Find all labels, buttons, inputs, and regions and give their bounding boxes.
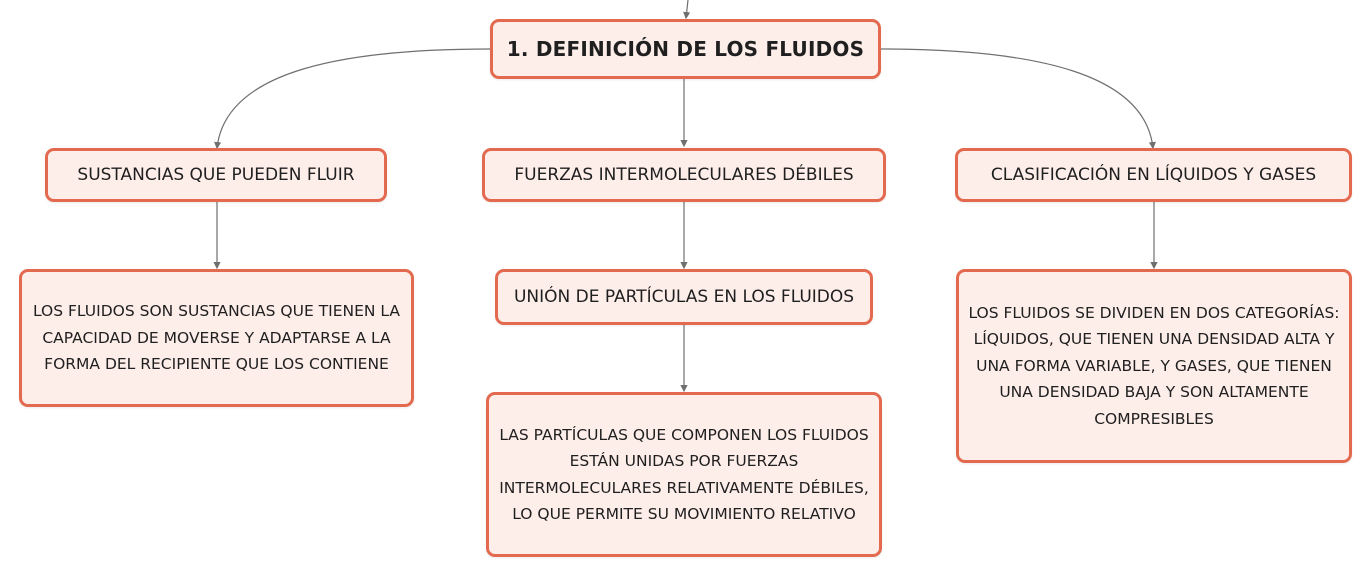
leaf-fuerzas-text: LAS PARTÍCULAS QUE COMPONEN LOS FLUIDOS … <box>499 425 869 524</box>
root-topic-label: 1. DEFINICIÓN DE LOS FLUIDOS <box>506 37 865 61</box>
branch-sustancias-node[interactable]: SUSTANCIAS QUE PUEDEN FLUIR <box>45 148 387 202</box>
branch-clasificacion-label: CLASIFICACIÓN EN LÍQUIDOS Y GASES <box>990 165 1317 185</box>
root-topic-node[interactable]: 1. DEFINICIÓN DE LOS FLUIDOS <box>490 19 881 79</box>
connector-root-to-branch-3 <box>879 48 1156 150</box>
leaf-clasificacion-node[interactable]: LOS FLUIDOS SE DIVIDEN EN DOS CATEGORÍAS… <box>956 269 1352 463</box>
branch-fuerzas-node[interactable]: FUERZAS INTERMOLECULARES DÉBILES <box>482 148 886 202</box>
connector-into-root <box>683 0 691 20</box>
branch-fuerzas-label: FUERZAS INTERMOLECULARES DÉBILES <box>514 165 854 185</box>
leaf-sustancias-text: LOS FLUIDOS SON SUSTANCIAS QUE TIENEN LA… <box>32 302 401 374</box>
connector-root-to-branch-1 <box>214 48 491 150</box>
leaf-fuerzas-node[interactable]: LAS PARTÍCULAS QUE COMPONEN LOS FLUIDOS … <box>486 392 882 557</box>
branch-clasificacion-node[interactable]: CLASIFICACIÓN EN LÍQUIDOS Y GASES <box>955 148 1352 202</box>
leaf-sustancias-node[interactable]: LOS FLUIDOS SON SUSTANCIAS QUE TIENEN LA… <box>19 269 414 407</box>
leaf-clasificacion-text: LOS FLUIDOS SE DIVIDEN EN DOS CATEGORÍAS… <box>968 303 1340 428</box>
sub-union-particulas-node[interactable]: UNIÓN DE PARTÍCULAS EN LOS FLUIDOS <box>495 269 873 325</box>
branch-sustancias-label: SUSTANCIAS QUE PUEDEN FLUIR <box>77 165 355 185</box>
sub-union-particulas-label: UNIÓN DE PARTÍCULAS EN LOS FLUIDOS <box>513 287 855 307</box>
